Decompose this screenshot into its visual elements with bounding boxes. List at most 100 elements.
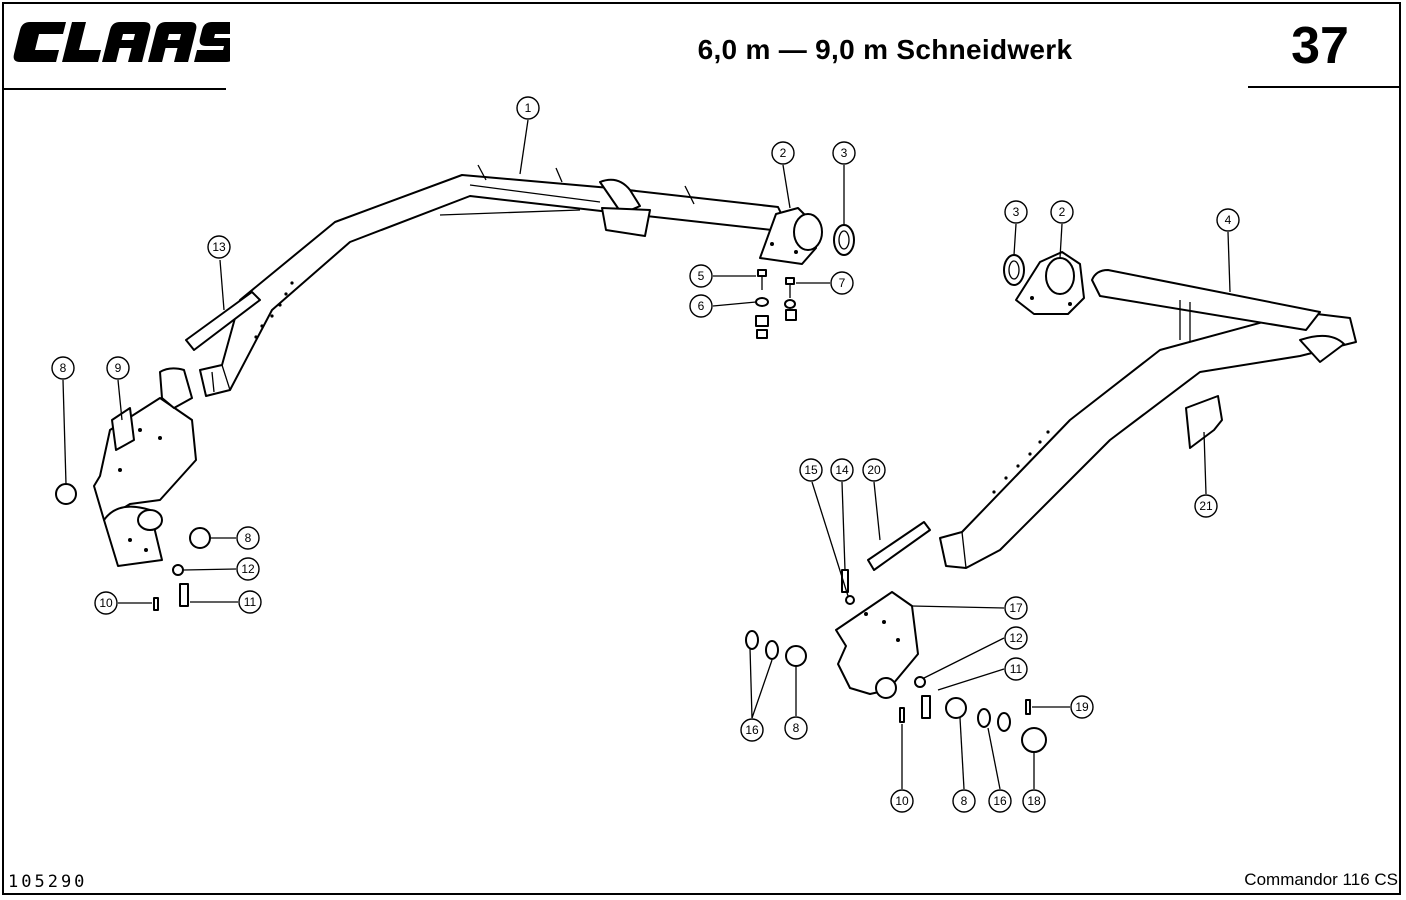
svg-text:8: 8 [793,721,800,735]
svg-text:6: 6 [698,299,705,313]
svg-text:2: 2 [780,146,787,160]
ring-right [1003,254,1025,286]
nut-12-right [914,676,926,688]
callout-10: 10 [94,591,118,615]
callout-2b: 2 [1050,200,1074,224]
svg-text:1: 1 [525,101,532,115]
svg-text:2: 2 [1059,205,1066,219]
svg-text:14: 14 [835,463,849,477]
flat-plate-20 [867,521,931,571]
logo-underline [4,88,226,90]
callout-4: 4 [1216,208,1240,232]
callout-8d: 8 [952,789,976,813]
svg-text:12: 12 [241,562,255,576]
fasteners-5-6-7 [755,269,797,339]
callout-5: 5 [689,264,713,288]
bearing-housing-right [1015,251,1085,315]
callout-16: 16 [740,718,764,742]
bushing-8-mid [189,527,211,549]
flat-plate-13 [185,291,261,351]
page-title: 6,0 m — 9,0 m Schneidwerk [697,34,1073,65]
small-bracket-21 [1185,395,1223,449]
ring-16-d [997,712,1011,732]
svg-text:11: 11 [1010,662,1023,676]
callout-1: 1 [516,96,540,120]
callout-16b: 16 [988,789,1012,813]
svg-text:4: 4 [1225,213,1232,227]
bearing-housing-left [759,207,823,265]
svg-text:16: 16 [993,794,1007,808]
callout-9: 9 [106,356,130,380]
callout-6: 6 [689,294,713,318]
callout-14: 14 [830,458,854,482]
callout-11b: 11 [1004,657,1028,681]
callout-8: 8 [51,356,75,380]
callout-8b: 8 [236,526,260,550]
svg-text:3: 3 [841,146,848,160]
svg-text:11: 11 [244,595,257,609]
ring-16-a [745,630,759,650]
callout-20: 20 [862,458,886,482]
washer-15 [845,595,855,605]
callout-17: 17 [1004,596,1028,620]
callout-12b: 12 [1004,626,1028,650]
pin-10-left [153,597,159,611]
callout-15: 15 [799,458,823,482]
svg-text:3: 3 [1013,205,1020,219]
ring-left-inner [838,230,850,250]
svg-text:17: 17 [1009,601,1023,615]
bolt-11-right [921,695,931,719]
callout-18: 18 [1022,789,1046,813]
ring-16-c [977,708,991,728]
svg-text:8: 8 [60,361,67,375]
claas-logo [13,22,230,62]
svg-text:5: 5 [698,269,705,283]
svg-text:15: 15 [804,463,818,477]
svg-text:20: 20 [867,463,881,477]
callout-7: 7 [830,271,854,295]
document-number: 105290 [8,872,88,892]
left-bracket-assembly [93,367,197,567]
svg-text:21: 21 [1199,499,1213,513]
svg-text:13: 13 [212,240,226,254]
ring-16-b [765,640,779,660]
ring-left [833,224,855,256]
leader-lines [62,119,1231,790]
ring-right-inner [1008,260,1020,280]
callout-11: 11 [238,590,262,614]
svg-text:16: 16 [745,723,759,737]
machine-model: Commandor 116 CS [1244,870,1398,889]
svg-text:18: 18 [1027,794,1041,808]
callout-8c: 8 [784,716,808,740]
bushing-8-right-a [785,645,807,667]
nut-12-left [172,564,184,576]
svg-text:10: 10 [895,794,909,808]
callout-10b: 10 [890,789,914,813]
svg-text:8: 8 [961,794,968,808]
page-number-underline [1248,86,1400,88]
callout-3: 3 [832,141,856,165]
svg-text:10: 10 [99,596,113,610]
right-bracket-assembly [835,591,919,699]
svg-text:19: 19 [1075,700,1089,714]
svg-text:8: 8 [245,531,252,545]
pin-10-right [899,707,905,723]
pin-19 [1025,699,1031,715]
bushing-18 [1021,727,1047,753]
callout-12: 12 [236,557,260,581]
callout-13: 13 [207,235,231,259]
bolt-11-left [179,583,189,607]
svg-text:7: 7 [839,276,846,290]
page-number: 37 [1291,17,1349,75]
right-frame-tube [939,269,1357,569]
callout-3b: 3 [1004,200,1028,224]
callout-2: 2 [771,141,795,165]
callout-19: 19 [1070,695,1094,719]
bushing-8-left [55,483,77,505]
svg-text:9: 9 [115,361,122,375]
callout-21: 21 [1194,494,1218,518]
bushing-8-right-b [945,697,967,719]
svg-text:12: 12 [1009,631,1023,645]
